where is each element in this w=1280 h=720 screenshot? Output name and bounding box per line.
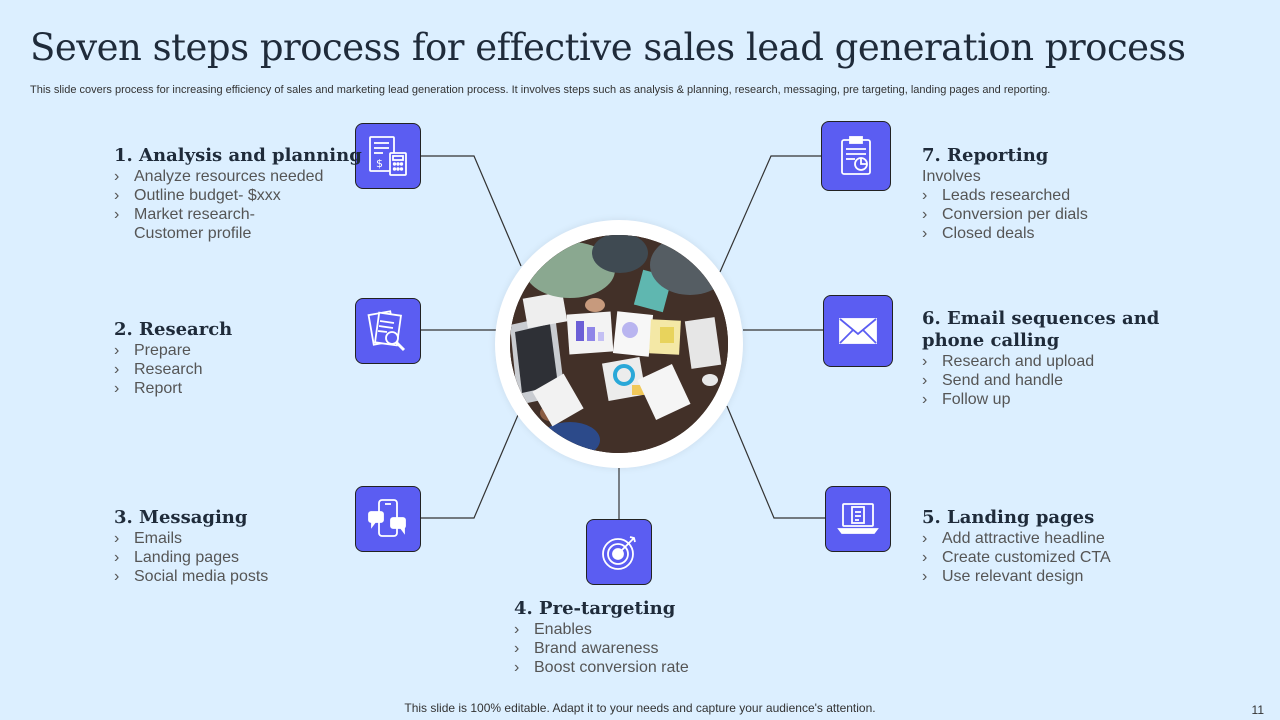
step-item: Enables bbox=[514, 620, 689, 639]
step-item: Social media posts bbox=[114, 567, 268, 586]
laptop-clipboard-icon bbox=[825, 486, 891, 552]
step-reporting: 7. Reporting Involves Leads researched C… bbox=[922, 145, 1088, 243]
step-pre-targeting: 4. Pre-targeting Enables Brand awareness… bbox=[514, 598, 689, 677]
step-email-phone: 6. Email sequences and phone calling Res… bbox=[922, 308, 1162, 409]
step-item: Report bbox=[114, 379, 232, 398]
step-item: Conversion per dials bbox=[922, 205, 1088, 224]
step-item: Use relevant design bbox=[922, 567, 1111, 586]
svg-text:$: $ bbox=[376, 157, 383, 170]
clipboard-chart-icon bbox=[821, 121, 891, 191]
document-search-icon bbox=[355, 298, 421, 364]
step-title: 6. Email sequences and phone calling bbox=[922, 308, 1160, 351]
step-item: Research bbox=[114, 360, 232, 379]
step-item: Closed deals bbox=[922, 224, 1088, 243]
step-item: Landing pages bbox=[114, 548, 268, 567]
step-title: 7. Reporting bbox=[922, 145, 1049, 166]
step-item: Leads researched bbox=[922, 186, 1088, 205]
envelope-icon bbox=[823, 295, 893, 367]
step-item: Create customized CTA bbox=[922, 548, 1111, 567]
step-item: Analyze resources needed bbox=[114, 167, 362, 186]
step-item: Outline budget- $xxx bbox=[114, 186, 362, 205]
calculator-document-icon: $ bbox=[355, 123, 421, 189]
connector-step1 bbox=[421, 155, 522, 267]
slide-subtitle: This slide covers process for increasing… bbox=[30, 84, 1051, 96]
step-item: Send and handle bbox=[922, 371, 1162, 390]
target-icon bbox=[586, 519, 652, 585]
step-title: 1. Analysis and planning bbox=[114, 145, 362, 166]
step-item: Prepare bbox=[114, 341, 232, 360]
step-item: Add attractive headline bbox=[922, 529, 1111, 548]
slide-title: Seven steps process for effective sales … bbox=[30, 26, 1186, 69]
connector-step3 bbox=[421, 414, 519, 519]
slide-footer: This slide is 100% editable. Adapt it to… bbox=[404, 701, 876, 715]
step-title: 2. Research bbox=[114, 319, 233, 340]
step-item: Research and upload bbox=[922, 352, 1162, 371]
step-item: Customer profile bbox=[134, 225, 252, 242]
connector-step5 bbox=[726, 405, 826, 519]
step-item: Follow up bbox=[922, 390, 1162, 409]
step-research: 2. Research Prepare Research Report bbox=[114, 319, 232, 398]
page-number: 11 bbox=[1251, 703, 1264, 717]
step-item: Boost conversion rate bbox=[514, 658, 689, 677]
step-title: 4. Pre-targeting bbox=[514, 598, 676, 619]
step-item: Brand awareness bbox=[514, 639, 689, 658]
step-messaging: 3. Messaging Emails Landing pages Social… bbox=[114, 507, 268, 586]
step-title: 5. Landing pages bbox=[922, 507, 1095, 528]
center-photo-team-meeting bbox=[510, 235, 728, 453]
step-item: Emails bbox=[114, 529, 268, 548]
step-landing-pages: 5. Landing pages Add attractive headline… bbox=[922, 507, 1111, 586]
step-analysis-planning: 1. Analysis and planning Analyze resourc… bbox=[114, 145, 362, 243]
connector-step7 bbox=[719, 155, 822, 273]
step-lead: Involves bbox=[922, 168, 981, 185]
step-title: 3. Messaging bbox=[114, 507, 248, 528]
step-item: Market research- bbox=[114, 205, 362, 224]
phone-chat-icon bbox=[355, 486, 421, 552]
